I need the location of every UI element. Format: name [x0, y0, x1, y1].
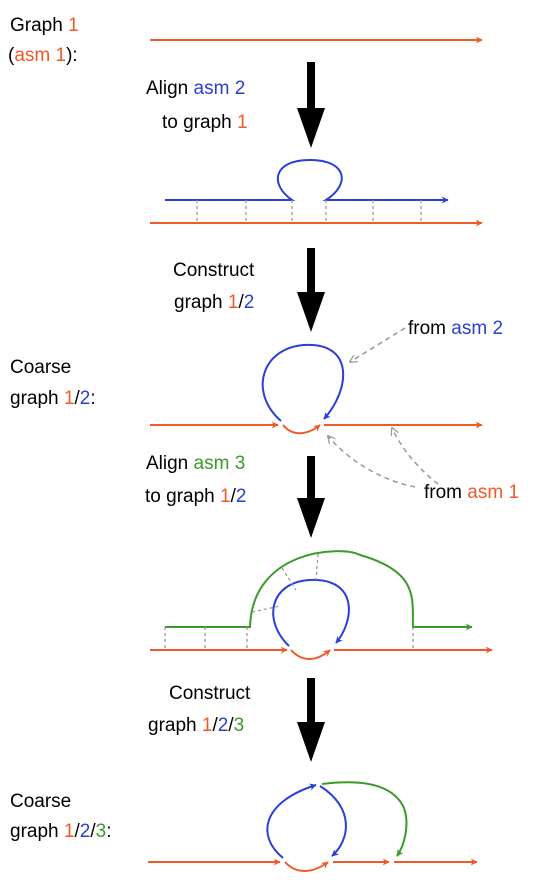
asm3-aligned-path — [165, 550, 473, 631]
alignment-ticks — [196, 200, 422, 223]
alignment-1 — [150, 158, 483, 227]
asm1-edge-short-2 — [290, 649, 331, 660]
step-arrow-2 — [297, 248, 325, 332]
alignment-2 — [150, 550, 493, 660]
step1-label-line2: to graph 1 — [162, 112, 248, 133]
step1-label-line1: Align asm 2 — [146, 78, 245, 99]
step3-label-line1: Align asm 3 — [146, 453, 245, 474]
alignment-ticks-2 — [164, 553, 414, 650]
coarse-graph-123 — [148, 781, 478, 872]
from-asm2-label: from asm 2 — [408, 318, 503, 339]
step4-label-line1: Construct — [169, 683, 251, 704]
asm1-edge-short — [282, 424, 321, 435]
asm2-loop-edge-2 — [272, 578, 350, 647]
asm2-aligned-path — [165, 158, 449, 204]
asm3-edge — [321, 781, 408, 857]
step-arrow-3 — [297, 456, 325, 538]
step2-label-line1: Construct — [173, 260, 255, 281]
annotation-arrow-asm2 — [350, 327, 406, 362]
asm2-edge-up — [266, 783, 317, 859]
coarse12-label-line2: graph 1/2: — [10, 388, 96, 409]
step-arrow-1 — [297, 62, 325, 148]
annotation-arrow-asm1-a — [328, 436, 416, 488]
coarse-graph-12 — [150, 343, 483, 435]
asm2-edge-down — [319, 785, 347, 857]
asm2-loop-edge — [261, 343, 345, 422]
step4-label-line2: graph 1/2/3 — [148, 715, 244, 736]
step3-label-line2: to graph 1/2 — [145, 486, 246, 507]
step-arrow-4 — [297, 678, 325, 762]
coarse123-label-line1: Coarse — [10, 791, 71, 812]
annotation-arrow-asm1-b — [392, 428, 439, 485]
step2-label-line2: graph 1/2 — [174, 292, 254, 313]
graph1-label-line2: (asm 1): — [8, 45, 78, 66]
coarse12-label-line1: Coarse — [10, 357, 71, 378]
coarse123-label-line2: graph 1/2/3: — [10, 821, 111, 842]
graph1-label-line1: Graph 1 — [10, 15, 79, 36]
from-asm1-label: from asm 1 — [424, 482, 519, 503]
asm1-edge-b — [284, 861, 329, 872]
